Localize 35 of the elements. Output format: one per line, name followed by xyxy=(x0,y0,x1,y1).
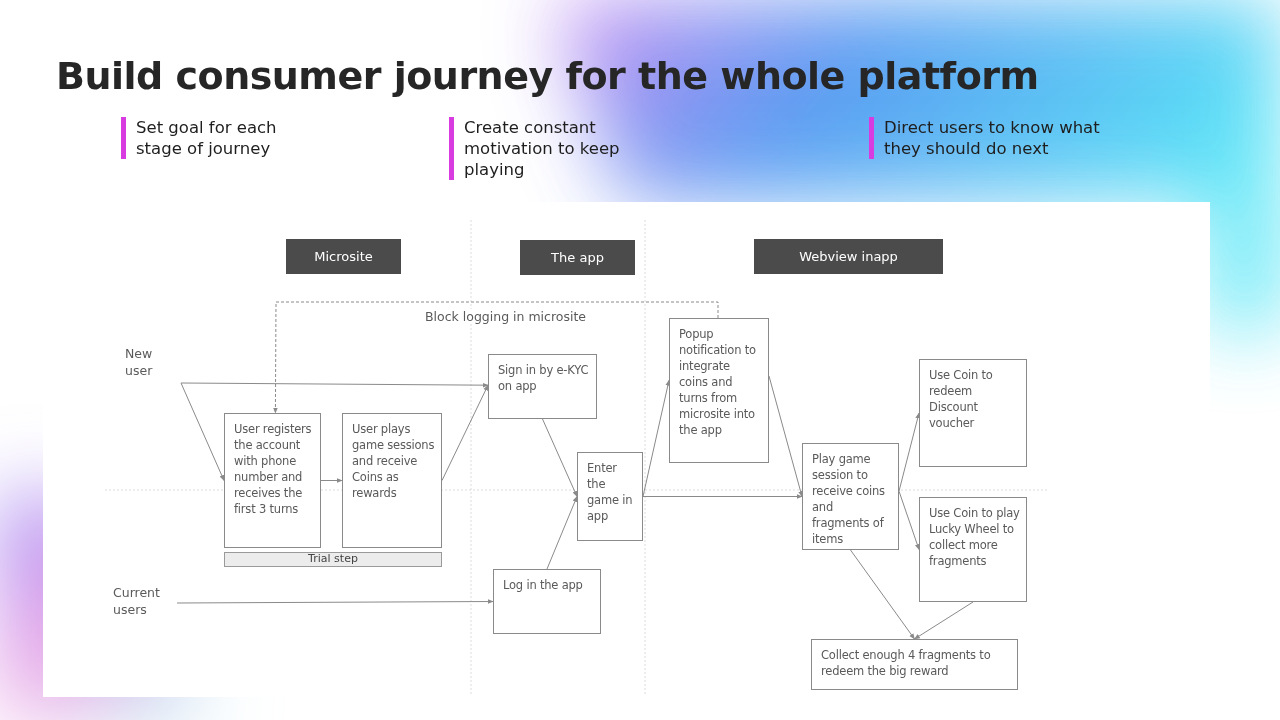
arrow xyxy=(542,418,578,498)
process-box: Collect enough 4 fragments to redeem the big reward xyxy=(811,639,1018,690)
arrow xyxy=(898,412,920,492)
process-box: Log in the app xyxy=(493,569,601,634)
process-box: Popup notification to integrate coins and turns from microsite into the app xyxy=(669,318,769,463)
actor-label: Current users xyxy=(113,584,177,622)
arrow xyxy=(898,490,920,551)
goal-text: Create constant motivation to keep playing xyxy=(449,117,664,180)
arrow xyxy=(850,549,915,640)
arrow xyxy=(546,495,578,570)
goal-text: Set goal for each stage of journey xyxy=(121,117,306,159)
actor-label: New user xyxy=(125,345,181,383)
lane-header: Microsite xyxy=(286,239,401,274)
process-box: Use Coin to play Lucky Wheel to collect more fragments xyxy=(919,497,1027,602)
goal-text: Direct users to know what they should do next xyxy=(869,117,1104,159)
arrow xyxy=(320,478,343,483)
arrow xyxy=(180,382,489,388)
arrow xyxy=(642,494,803,499)
stage-band: Trial step xyxy=(224,552,442,567)
dashed-arrow xyxy=(273,301,719,414)
arrow xyxy=(768,375,803,498)
arrow xyxy=(441,384,489,481)
process-box: User plays game sessions and receive Coins as rewards xyxy=(342,413,442,548)
arrow xyxy=(180,382,225,482)
process-box: Use Coin to redeem Discount voucher xyxy=(919,359,1027,467)
process-box: Enter the game in app xyxy=(577,452,643,541)
process-box: Sign in by e-KYC on app xyxy=(488,354,597,419)
arrow xyxy=(914,601,974,640)
process-box: User registers the account with phone number and receives the first 3 turns xyxy=(224,413,321,548)
arrow xyxy=(642,379,671,497)
lane-header: Webview inapp xyxy=(754,239,943,274)
lane-header: The app xyxy=(520,240,635,275)
arrow xyxy=(176,599,494,604)
slide-title: Build consumer journey for the whole platform xyxy=(56,54,1039,98)
process-box: Play game session to receive coins and fragments of items xyxy=(802,443,899,550)
